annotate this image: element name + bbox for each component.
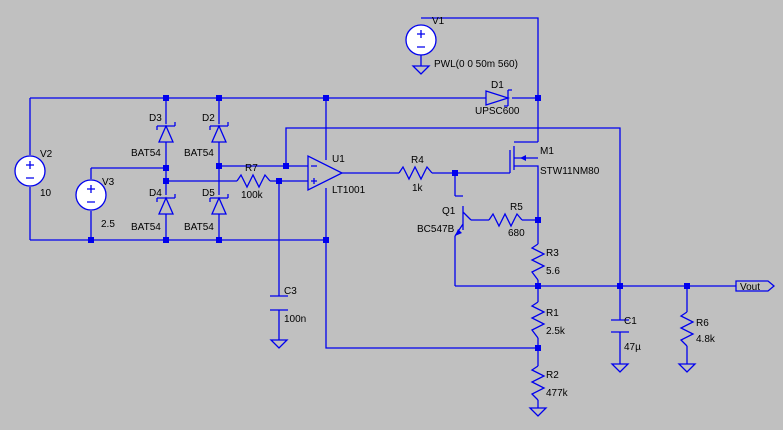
- d1-value: UPSC600: [475, 106, 520, 117]
- capacitor-c3[interactable]: C3 100n: [269, 286, 306, 349]
- resistor-r5[interactable]: R5 680: [488, 202, 525, 239]
- d5-value: BAT54: [184, 222, 214, 233]
- diode-d2[interactable]: D2 BAT54: [184, 113, 229, 159]
- v1-value: PWL(0 0 50m 560): [434, 59, 518, 70]
- v2-value: 10: [40, 188, 52, 199]
- capacitor-c1[interactable]: C1 47µ: [610, 316, 641, 373]
- voltage-source-v1[interactable]: V1 PWL(0 0 50m 560): [405, 16, 518, 75]
- resistor-r1[interactable]: R1 2.5k: [530, 301, 566, 339]
- r2-value: 477k: [546, 388, 569, 399]
- v1-name: V1: [432, 16, 445, 27]
- v3-name: V3: [102, 177, 115, 188]
- opamp-u1[interactable]: U1 LT1001: [307, 154, 366, 196]
- resistor-r4[interactable]: R4 1k: [398, 155, 433, 194]
- r1-name: R1: [546, 308, 559, 319]
- v3-value: 2.5: [101, 219, 115, 230]
- d4-value: BAT54: [131, 222, 161, 233]
- d2-name: D2: [202, 113, 215, 124]
- r2-name: R2: [546, 370, 559, 381]
- r5-value: 680: [508, 228, 525, 239]
- r4-value: 1k: [412, 183, 424, 194]
- resistor-r6[interactable]: R6 4.8k: [677, 311, 716, 373]
- r7-value: 100k: [241, 190, 264, 201]
- c1-name: C1: [624, 316, 637, 327]
- vout-label: Vout: [740, 282, 760, 293]
- r4-name: R4: [411, 155, 424, 166]
- d3-name: D3: [149, 113, 162, 124]
- r5-name: R5: [510, 202, 523, 213]
- d2-value: BAT54: [184, 148, 214, 159]
- c3-name: C3: [284, 286, 297, 297]
- junction-dots: [88, 95, 690, 351]
- u1-name: U1: [332, 154, 345, 165]
- r6-value: 4.8k: [696, 334, 716, 345]
- d1-name: D1: [491, 80, 504, 91]
- d3-value: BAT54: [131, 148, 161, 159]
- transistor-q1[interactable]: Q1 BC547B: [417, 195, 472, 237]
- r3-value: 5.6: [546, 266, 560, 277]
- m1-name: M1: [540, 146, 554, 157]
- v2-name: V2: [40, 149, 53, 160]
- resistor-r7[interactable]: R7 100k: [236, 163, 271, 201]
- resistor-r2[interactable]: R2 477k: [528, 365, 569, 417]
- q1-value: BC547B: [417, 224, 455, 235]
- u1-value: LT1001: [332, 185, 366, 196]
- r1-value: 2.5k: [546, 326, 566, 337]
- d5-name: D5: [202, 188, 215, 199]
- voltage-source-v2[interactable]: V2 10: [14, 149, 53, 199]
- diode-d1[interactable]: D1 UPSC600: [475, 80, 520, 117]
- mosfet-m1[interactable]: M1 STW11NM80: [509, 141, 600, 190]
- c3-value: 100n: [284, 314, 306, 325]
- r3-name: R3: [546, 248, 559, 259]
- m1-value: STW11NM80: [540, 166, 600, 177]
- vout-port[interactable]: Vout: [735, 280, 776, 293]
- diode-d5[interactable]: D5 BAT54: [184, 188, 229, 233]
- diode-d3[interactable]: D3 BAT54: [131, 113, 176, 159]
- diode-d4[interactable]: D4 BAT54: [131, 188, 176, 233]
- resistor-r3[interactable]: R3 5.6: [530, 243, 560, 281]
- voltage-source-v3[interactable]: V3 2.5: [75, 177, 115, 230]
- c1-value: 47µ: [624, 342, 641, 353]
- r6-name: R6: [696, 318, 709, 329]
- r7-name: R7: [245, 163, 258, 174]
- q1-name: Q1: [442, 206, 456, 217]
- d4-name: D4: [149, 188, 162, 199]
